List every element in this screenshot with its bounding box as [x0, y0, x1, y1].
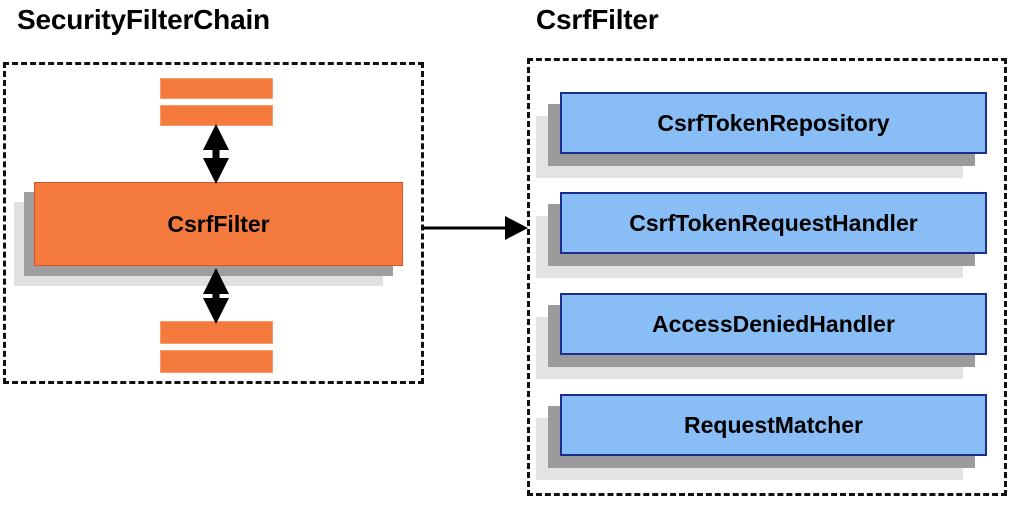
node-requestmatcher-label: RequestMatcher [684, 411, 863, 438]
security-filter-chain-container [3, 62, 424, 384]
node-csrffilter: CsrfFilter [14, 182, 403, 286]
csrffilter-container [527, 58, 1007, 496]
arrow-securityfilterchain-to-csrffilter [423, 216, 528, 240]
node-csrffilter-label: CsrfFilter [167, 210, 270, 237]
node-csrffilter-face: CsrfFilter [34, 182, 403, 266]
node-csrftokenrequesthandler-label: CsrfTokenRequestHandler [629, 209, 918, 236]
panel-title-csrffilter: CsrfFilter [536, 4, 659, 35]
node-csrftokenrequesthandler: CsrfTokenRequestHandler [536, 192, 987, 278]
node-csrftokenrequesthandler-face: CsrfTokenRequestHandler [560, 192, 987, 254]
filter-bar-top-2 [160, 105, 273, 126]
node-csrftokenrepository-face: CsrfTokenRepository [560, 92, 987, 154]
panel-title-security-filter-chain: SecurityFilterChain [17, 4, 270, 35]
node-requestmatcher-face: RequestMatcher [560, 394, 987, 456]
filter-bar-top-1 [160, 78, 273, 99]
node-accessdeniedhandler: AccessDeniedHandler [536, 293, 987, 379]
node-csrftokenrepository: CsrfTokenRepository [536, 92, 987, 178]
filter-bar-bottom-2 [160, 350, 273, 373]
node-accessdeniedhandler-face: AccessDeniedHandler [560, 293, 987, 355]
filter-bar-bottom-1 [160, 321, 273, 344]
node-accessdeniedhandler-label: AccessDeniedHandler [652, 310, 895, 337]
node-csrftokenrepository-label: CsrfTokenRepository [657, 109, 890, 136]
node-requestmatcher: RequestMatcher [536, 394, 987, 480]
